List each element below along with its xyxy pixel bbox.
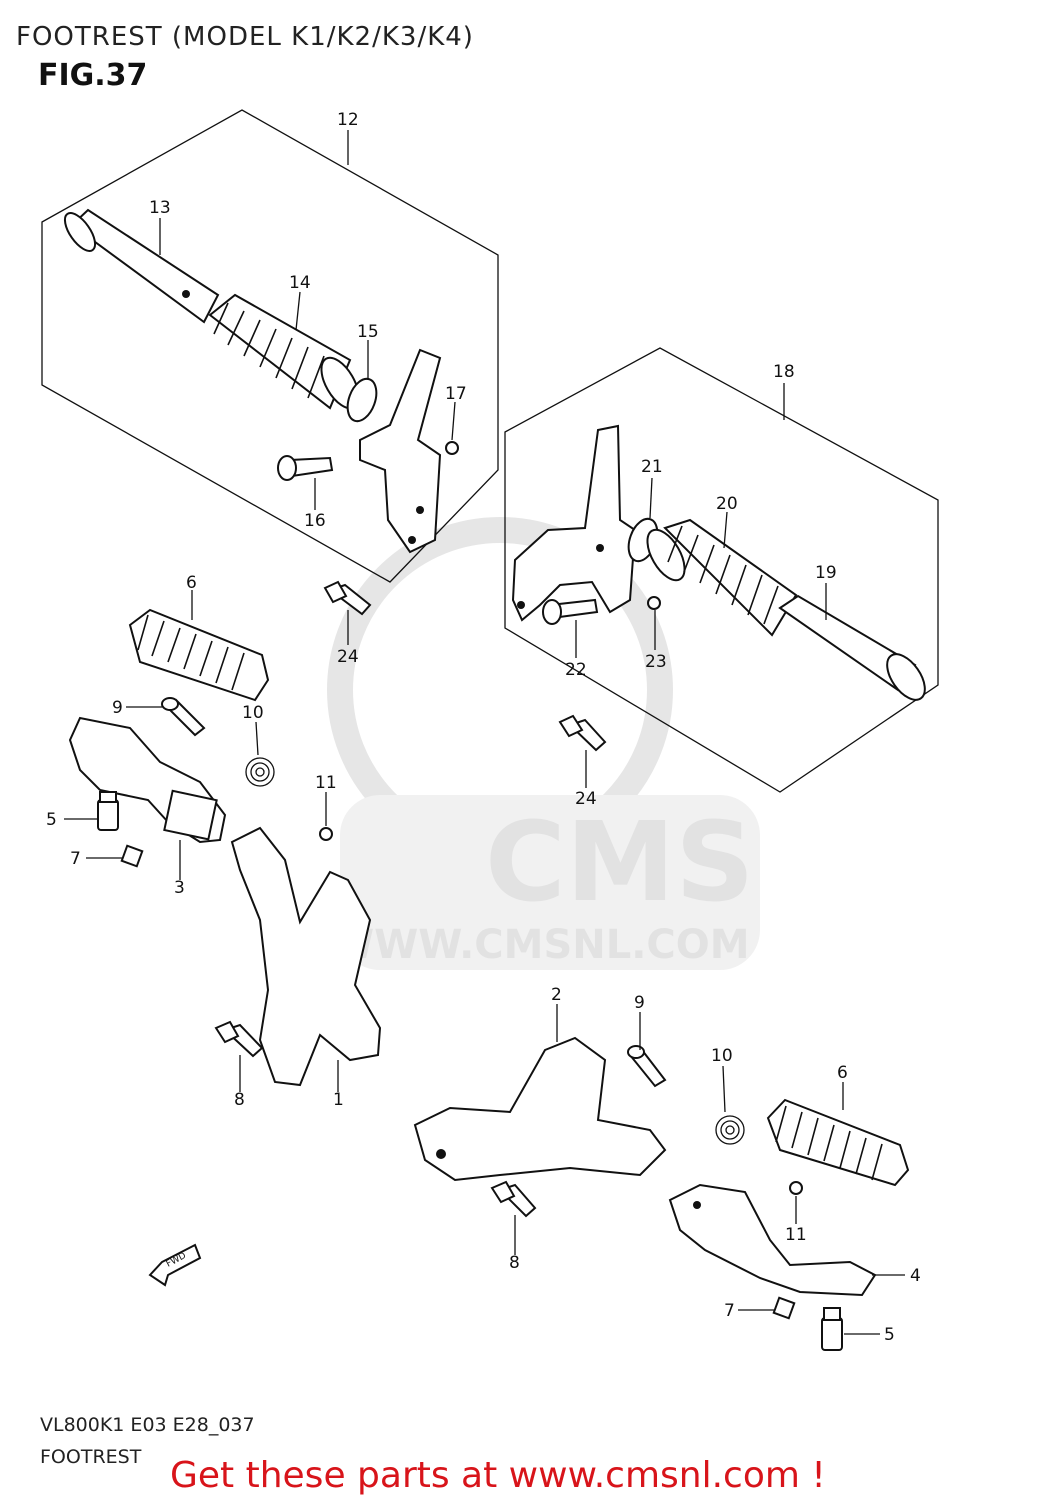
callout-5-right: 5	[884, 1325, 895, 1345]
callout-24-upper: 24	[337, 647, 359, 667]
figure-number: FIG.37	[38, 58, 148, 93]
callout-11-right: 11	[785, 1225, 807, 1245]
watermark: CMS WWW.CMSNL.COM	[327, 517, 760, 970]
bolt-part-16	[277, 455, 334, 481]
callout-20: 20	[716, 494, 738, 514]
callout-9-right: 9	[634, 993, 645, 1013]
callout-11-left: 11	[315, 773, 337, 793]
callout-18: 18	[773, 362, 795, 382]
callout-13: 13	[149, 198, 171, 218]
pipe-part-13	[63, 208, 220, 324]
diagram-code: VL800K1 E03 E28_037	[40, 1414, 255, 1436]
callout-17: 17	[445, 384, 467, 404]
bolt-part-22	[542, 598, 599, 625]
bolt-part-8-left	[214, 1020, 264, 1058]
spring-part-10-right	[715, 1115, 745, 1145]
callout-3: 3	[174, 878, 185, 898]
diagram-name: FOOTREST	[40, 1446, 142, 1468]
clip-part-11-left	[319, 827, 333, 841]
footrest-arm-part-1	[230, 826, 382, 1087]
bolt-part-24-upper	[323, 580, 372, 616]
bolt-part-8-right	[490, 1180, 537, 1218]
callout-22: 22	[565, 660, 587, 680]
callout-7-left: 7	[70, 849, 81, 869]
watermark-url: WWW.CMSNL.COM	[330, 922, 750, 968]
clip-part-11-right	[789, 1181, 803, 1195]
bolt-part-24-lower	[558, 714, 607, 752]
callout-10-right: 10	[711, 1046, 733, 1066]
nut-part-7-right	[772, 1296, 796, 1320]
assembly-box-18	[504, 347, 939, 793]
footpeg-part-6-right	[766, 1098, 910, 1187]
callout-21: 21	[641, 457, 663, 477]
bolt-part-9-right	[627, 1045, 667, 1088]
callout-14: 14	[289, 273, 311, 293]
clip-part-17	[445, 441, 459, 455]
callout-7-right: 7	[724, 1301, 735, 1321]
callout-12: 12	[337, 110, 359, 130]
callout-1: 1	[333, 1090, 344, 1110]
callout-19: 19	[815, 563, 837, 583]
callout-10-left: 10	[242, 703, 264, 723]
bolt-part-5-right	[821, 1307, 843, 1351]
callout-23: 23	[645, 652, 667, 672]
callout-9-left: 9	[112, 698, 123, 718]
rubber-grip-part-20	[646, 518, 798, 637]
leader-lines	[64, 130, 905, 1335]
watermark-logo: CMS	[485, 798, 754, 926]
footrest-bracket-upper	[359, 348, 442, 554]
callout-6-right: 6	[837, 1063, 848, 1083]
diagram-title: FOOTREST (MODEL K1/K2/K3/K4)	[16, 22, 474, 52]
clip-part-23	[647, 596, 661, 610]
nut-part-7-left	[120, 844, 144, 868]
callout-15: 15	[357, 322, 379, 342]
spring-part-10-left	[245, 757, 275, 787]
callout-8-right: 8	[509, 1253, 520, 1273]
bracket-part-4-right	[668, 1183, 877, 1297]
footpeg-part-6-left	[128, 608, 270, 702]
bolt-part-9-left	[161, 697, 206, 737]
pipe-part-19	[778, 594, 926, 701]
callout-8-left: 8	[234, 1090, 245, 1110]
forward-arrow-icon: FWD	[148, 1243, 202, 1287]
footrest-bracket-right	[511, 424, 637, 622]
footrest-arm-part-2	[413, 1036, 667, 1182]
washer-part-15	[346, 377, 378, 423]
rubber-grip-part-14	[208, 293, 360, 410]
watermark-logo-plate	[340, 795, 760, 970]
callout-5-left: 5	[46, 810, 57, 830]
callout-4: 4	[910, 1266, 921, 1286]
bracket-part-3-left	[68, 716, 227, 844]
cta-link[interactable]: Get these parts at www.cmsnl.com !	[170, 1455, 826, 1496]
assembly-box-12	[41, 109, 499, 583]
callout-16: 16	[304, 511, 326, 531]
callout-2: 2	[551, 985, 562, 1005]
callout-24-lower: 24	[575, 789, 597, 809]
callouts: 12 13 14 15 17 16 24 18 21 20 19 22 23 2…	[46, 110, 921, 1345]
callout-6-left: 6	[186, 573, 197, 593]
bolt-part-5-left	[97, 791, 119, 831]
